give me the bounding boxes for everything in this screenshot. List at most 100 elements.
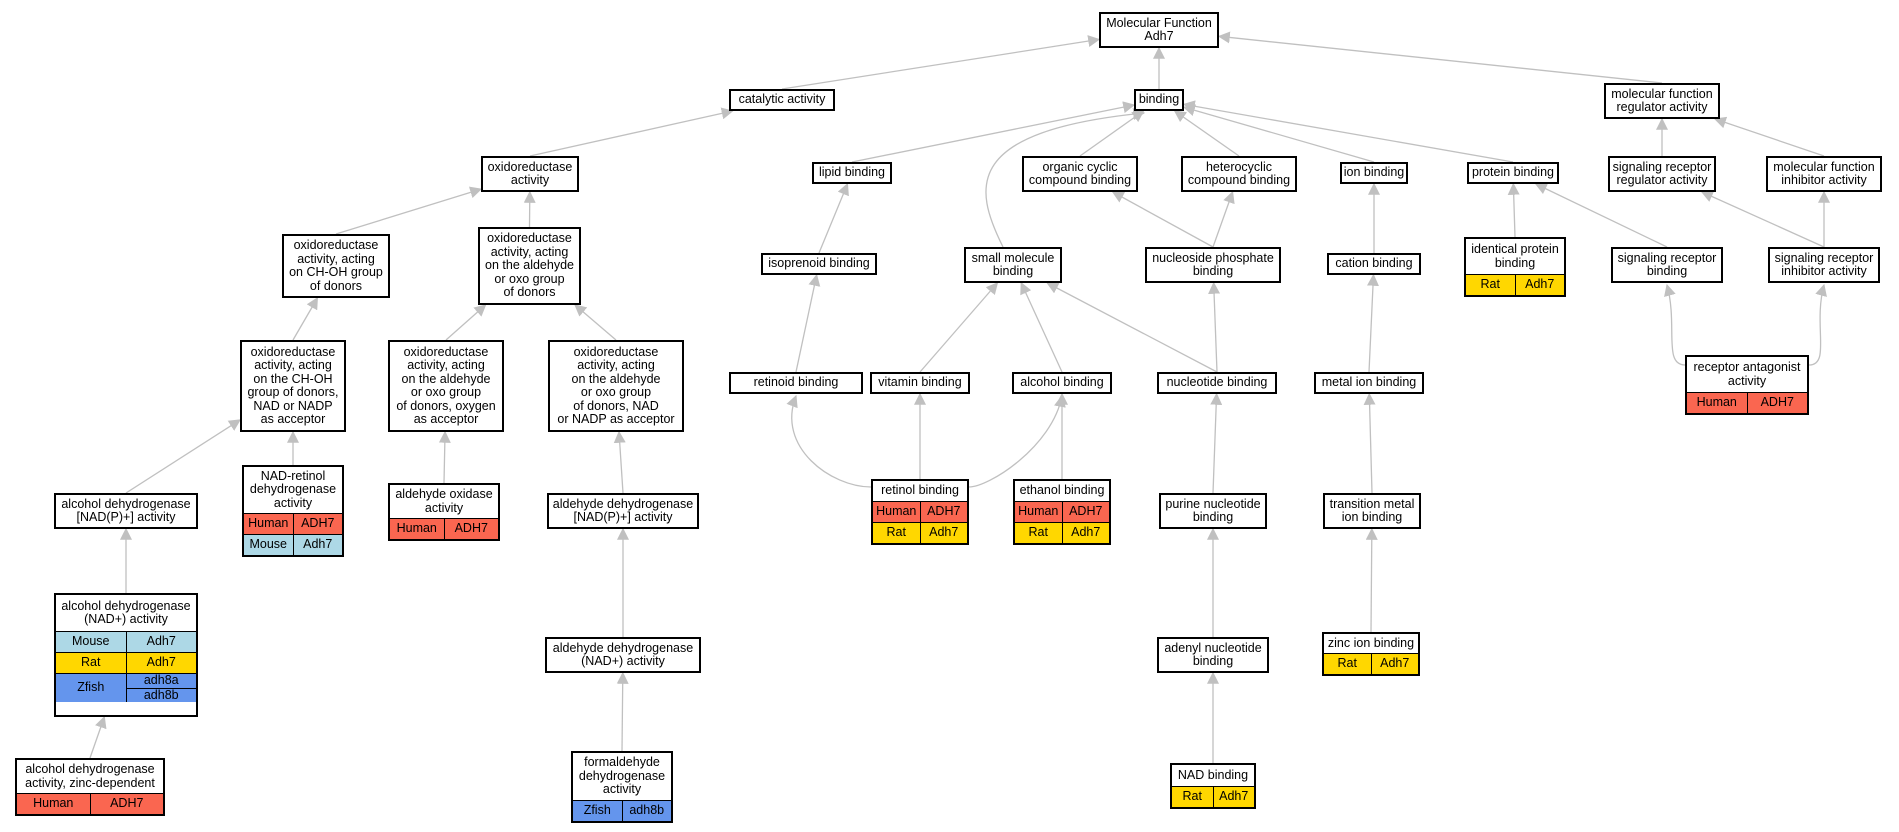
gene-cell[interactable]: adh8b [126,687,196,703]
go-term-node-catalytic[interactable]: catalytic activity [729,89,835,111]
go-term-node-hetcyc[interactable]: heterocyclic compound binding [1181,156,1297,192]
gene-cell[interactable]: Adh7 [125,653,197,673]
go-term-node-retinoid[interactable]: retinoid binding [729,372,863,394]
gene-cell[interactable]: Adh7 [1061,523,1110,543]
edge-recant-to-sigrecinh [1808,283,1827,366]
go-term-node-oxald[interactable]: oxidoreductase activity, acting on the a… [478,227,581,305]
gene-cell[interactable]: Adh7 [125,632,197,652]
go-term-label: retinol binding [881,483,959,498]
edge-ionb-to-binding [1182,104,1375,163]
edge-adhzinc-to-adhnad [89,715,107,759]
edge-sigrecb-to-protb [1534,183,1668,248]
edge-sigrecinh-to-sigregact [1700,190,1825,248]
edge-oxaldoxy-to-oxald [445,304,487,341]
go-term-node-metalion[interactable]: metal ion binding [1314,372,1424,394]
gene-cell[interactable]: Adh7 [919,523,968,543]
go-term-node-isopren[interactable]: isoprenoid binding [761,253,877,275]
go-term-node-oxchohnad[interactable]: oxidoreductase activity, acting on the C… [240,340,346,432]
gene-cell[interactable]: ADH7 [1746,393,1808,413]
go-term-node-aldehnadp[interactable]: aldehyde dehydrogenase [NAD(P)+] activit… [547,493,699,529]
gene-cell[interactable]: ADH7 [443,519,499,539]
gene-cell[interactable]: Adh7 [1514,275,1565,295]
species-cell: Human [1018,504,1059,519]
gene-cell[interactable]: adh8a [143,673,179,687]
go-term-node-cation[interactable]: cation binding [1327,253,1421,275]
go-term-label: receptor antagonist activity [1693,360,1801,388]
go-term-node-ionb[interactable]: ion binding [1340,162,1408,184]
go-term-label: organic cyclic compound binding [1028,159,1132,187]
edge-mfinhib-to-mfreg [1713,116,1825,157]
go-term-label: Molecular Function Adh7 [1106,15,1212,43]
go-term-node-nucphos[interactable]: nucleoside phosphate binding [1145,247,1281,283]
go-term-node-orgcyc[interactable]: organic cyclic compound binding [1022,156,1138,192]
edge-oxchoh-to-oxred [335,186,483,235]
species-cell: Human [248,516,289,531]
go-term-node-transmetal[interactable]: transition metal ion binding [1323,493,1421,529]
go-term-label: molecular function inhibitor activity [1773,159,1875,187]
go-term-node-protb[interactable]: protein binding [1467,162,1559,184]
go-term-node-binding[interactable]: binding [1134,89,1184,111]
go-term-label: purine nucleotide binding [1165,496,1261,524]
go-term-node-adhzinc[interactable]: alcohol dehydrogenase activity, zinc-dep… [15,758,165,816]
go-term-node-smallmol[interactable]: small molecule binding [964,247,1062,283]
go-term-node-sigrecinh[interactable]: signaling receptor inhibitor activity [1768,247,1880,283]
edge-nucphos-to-hetcyc [1212,190,1235,248]
species-cell: Human [396,521,437,536]
go-term-node-oxaldnad[interactable]: oxidoreductase activity, acting on the a… [548,340,684,432]
gene-cell[interactable]: Adh7 [1370,654,1419,674]
go-term-node-oxchoh[interactable]: oxidoreductase activity, acting on CH-OH… [282,234,390,298]
go-term-node-adenyl[interactable]: adenyl nucleotide binding [1157,637,1269,673]
go-term-node-sigregact[interactable]: signaling receptor regulator activity [1608,156,1716,192]
go-term-node-lipid[interactable]: lipid binding [812,162,892,184]
go-term-label: oxidoreductase activity, acting on the a… [396,344,496,426]
go-term-node-alcoholb[interactable]: alcohol binding [1012,372,1112,394]
go-term-node-nucleotide[interactable]: nucleotide binding [1157,372,1277,394]
go-term-label: isoprenoid binding [768,256,870,271]
edge-aldox-to-oxaldoxy [438,430,451,484]
go-term-label: small molecule binding [971,250,1055,278]
gene-cell[interactable]: Adh7 [292,535,343,555]
gene-cell[interactable]: adh8b [621,801,672,821]
go-term-node-oxred[interactable]: oxidoreductase activity [481,156,579,192]
edge-vitamin-to-smallmol [919,282,999,373]
go-term-node-mfinhib[interactable]: molecular function inhibitor activity [1766,156,1882,192]
go-term-label: oxidoreductase activity, acting on the C… [247,344,339,426]
edge-smallmol-to-binding [985,108,1146,248]
go-term-label: formaldehyde dehydrogenase activity [578,755,666,797]
gene-cell[interactable]: Adh7 [1212,787,1255,807]
gene-cell[interactable]: ADH7 [89,794,164,814]
gene-cell[interactable]: ADH7 [919,502,968,522]
go-term-label: NAD-retinol dehydrogenase activity [249,468,337,510]
go-term-node-sigrecb[interactable]: signaling receptor binding [1611,247,1723,283]
go-term-node-mfreg[interactable]: molecular function regulator activity [1604,83,1720,119]
gene-cell[interactable]: ADH7 [1061,502,1110,522]
go-term-node-adhnadp[interactable]: alcohol dehydrogenase [NAD(P)+] activity [54,493,198,529]
go-term-node-aldehnad[interactable]: aldehyde dehydrogenase (NAD+) activity [545,637,701,673]
go-term-node-vitamin[interactable]: vitamin binding [870,372,970,394]
go-term-label: heterocyclic compound binding [1187,159,1291,187]
go-term-node-purine[interactable]: purine nucleotide binding [1159,493,1267,529]
gene-cell[interactable]: ADH7 [292,514,343,534]
edge-formald-to-aldehnad [616,671,629,752]
go-term-node-oxaldoxy[interactable]: oxidoreductase activity, acting on the a… [388,340,504,432]
go-term-label: alcohol binding [1020,375,1104,390]
edge-purine-to-nucleotide [1210,392,1223,494]
edge-retinolb-to-retinoid [786,394,872,488]
go-term-node-root[interactable]: Molecular Function Adh7 [1099,12,1219,48]
edge-retinolb-to-alcoholb [968,394,1066,488]
